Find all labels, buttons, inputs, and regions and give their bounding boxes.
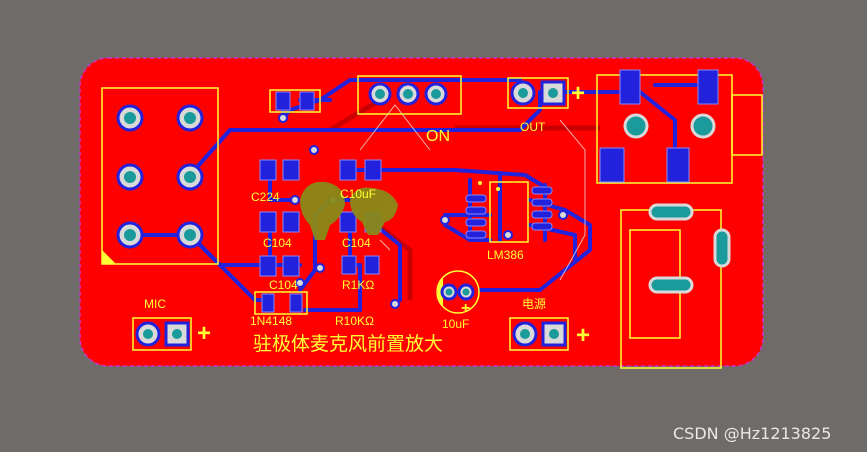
c104-left-label: C104 [263, 236, 292, 250]
power-plus-marker: + [576, 322, 591, 349]
c224-label: C224 [251, 190, 280, 204]
cap-polarity-mark [437, 278, 443, 306]
vias [278, 113, 568, 309]
skull-logo [300, 181, 398, 240]
c10uf-label: C10uF [340, 187, 377, 201]
c104-right-label: C104 [342, 236, 371, 250]
corner-triangle [102, 250, 116, 264]
cap-plus-marker: + [461, 300, 471, 317]
lm386-label: LM386 [487, 248, 524, 262]
silkscreen-outlines [101, 74, 763, 369]
r10k-label: R10KΩ [335, 314, 374, 328]
r1k-label: R1KΩ [342, 278, 375, 292]
cap-10uf-label: 10uF [442, 317, 470, 331]
th-pads [116, 80, 731, 347]
power-label: 电源 [522, 297, 547, 311]
out-label: OUT [520, 120, 546, 134]
pcb-board [79, 57, 764, 367]
smd-pads [259, 69, 719, 313]
c104-mid-label: C104 [269, 278, 298, 292]
out-plus-marker: + [571, 80, 586, 107]
mic-plus-marker: + [197, 320, 212, 347]
lm386-pins [465, 186, 553, 239]
on-label: ON [426, 128, 450, 145]
lm386-pin-dot [496, 187, 500, 191]
mic-label: MIC [144, 297, 166, 311]
board-title: 驻极体麦克风前置放大 [253, 333, 444, 355]
fine-lines [359, 104, 586, 281]
diode-label: 1N4148 [250, 314, 293, 328]
csdn-watermark: CSDN @Hz1213825 [673, 424, 832, 443]
lm386-pin1-dot [478, 181, 482, 185]
